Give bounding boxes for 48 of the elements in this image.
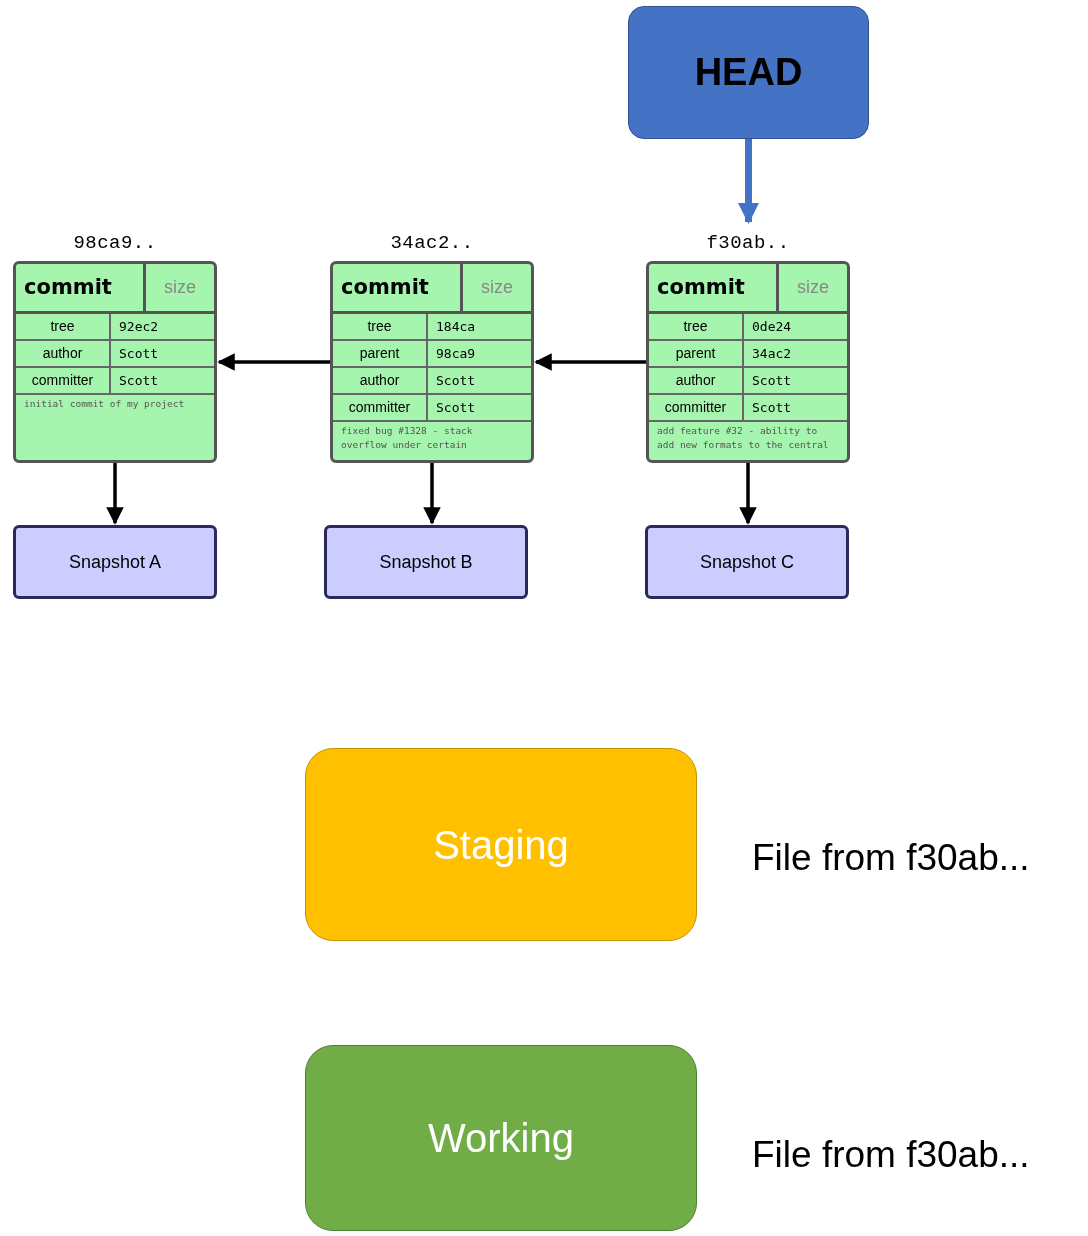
arrow xyxy=(739,463,757,525)
field-value-cell-text: 184ca xyxy=(435,317,477,336)
area-box: Working xyxy=(305,1045,697,1231)
arrow xyxy=(217,353,330,371)
size-header-cell-text: size xyxy=(163,276,197,299)
field-value-cell-text: Scott xyxy=(751,371,793,390)
field-value-cell-text: 0de24 xyxy=(751,317,793,336)
commit-header-cell: commit xyxy=(649,264,779,311)
field-name-cell: parent xyxy=(333,341,428,366)
field-name-cell: committer xyxy=(649,395,744,420)
field-name-cell: committer xyxy=(333,395,428,420)
commit-message: add feature #32 - ability to add new formats to the central xyxy=(656,424,830,452)
field-name-cell: tree xyxy=(16,314,111,339)
arrow xyxy=(534,353,646,371)
commit-hash: 34ac2.. xyxy=(390,231,474,256)
snapshot-box: Snapshot A xyxy=(13,525,217,599)
commit-header-cell: commit xyxy=(333,264,463,311)
commit-message: initial commit of my project xyxy=(23,397,186,411)
field-name-cell: tree xyxy=(333,314,428,339)
field-name-cell: author xyxy=(649,368,744,393)
field-name-cell: tree xyxy=(649,314,744,339)
field-name-cell: parent xyxy=(649,341,744,366)
field-value-cell-text: Scott xyxy=(118,344,160,363)
field-value-cell-text: 34ac2 xyxy=(751,344,793,363)
commit-message: fixed bug #1328 - stack overflow under certain xyxy=(340,424,474,452)
head-box: HEAD xyxy=(628,6,869,139)
field-value-cell-text: Scott xyxy=(435,398,477,417)
field-value-cell-text: Scott xyxy=(751,398,793,417)
file-note: File from f30ab... xyxy=(752,836,1030,880)
field-value-cell-text: Scott xyxy=(435,371,477,390)
field-name-cell: author xyxy=(16,341,111,366)
field-value-cell-text: 92ec2 xyxy=(118,317,160,336)
commit-hash: 98ca9.. xyxy=(73,231,157,256)
commit-hash: f30ab.. xyxy=(706,231,790,256)
size-header-cell-text: size xyxy=(480,276,514,299)
size-header-cell-text: size xyxy=(796,276,830,299)
arrow xyxy=(738,139,759,225)
arrow xyxy=(423,463,441,525)
field-value-cell-text: Scott xyxy=(118,371,160,390)
field-value-cell-text: 98ca9 xyxy=(435,344,477,363)
field-name-cell: committer xyxy=(16,368,111,393)
commit-header-cell: commit xyxy=(16,264,146,311)
area-box: Staging xyxy=(305,748,697,941)
file-note: File from f30ab... xyxy=(752,1133,1030,1177)
arrow xyxy=(106,463,124,525)
snapshot-box: Snapshot B xyxy=(324,525,528,599)
field-name-cell: author xyxy=(333,368,428,393)
snapshot-box: Snapshot C xyxy=(645,525,849,599)
